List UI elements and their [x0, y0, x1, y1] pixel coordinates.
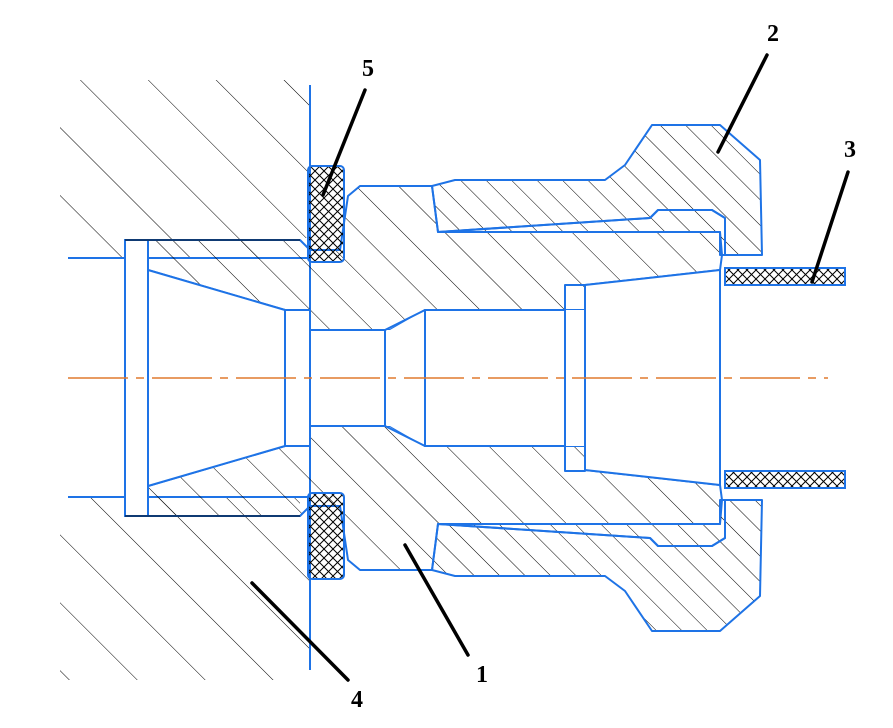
leader-line-5 — [321, 88, 367, 197]
callout-label-3: 3 — [844, 137, 856, 163]
callout-label-2: 2 — [767, 21, 779, 47]
housing-body — [60, 80, 311, 680]
leader-line-1 — [403, 543, 470, 657]
callout-label-5: 5 — [362, 56, 374, 82]
union-nut-part — [431, 124, 763, 632]
leader-line-4 — [250, 581, 350, 682]
callout-label-4: 4 — [351, 687, 363, 713]
callout-label-1: 1 — [476, 662, 488, 688]
seal-ring-part — [307, 165, 345, 580]
leader-line-2 — [716, 53, 769, 154]
leader-line-3 — [810, 170, 850, 284]
